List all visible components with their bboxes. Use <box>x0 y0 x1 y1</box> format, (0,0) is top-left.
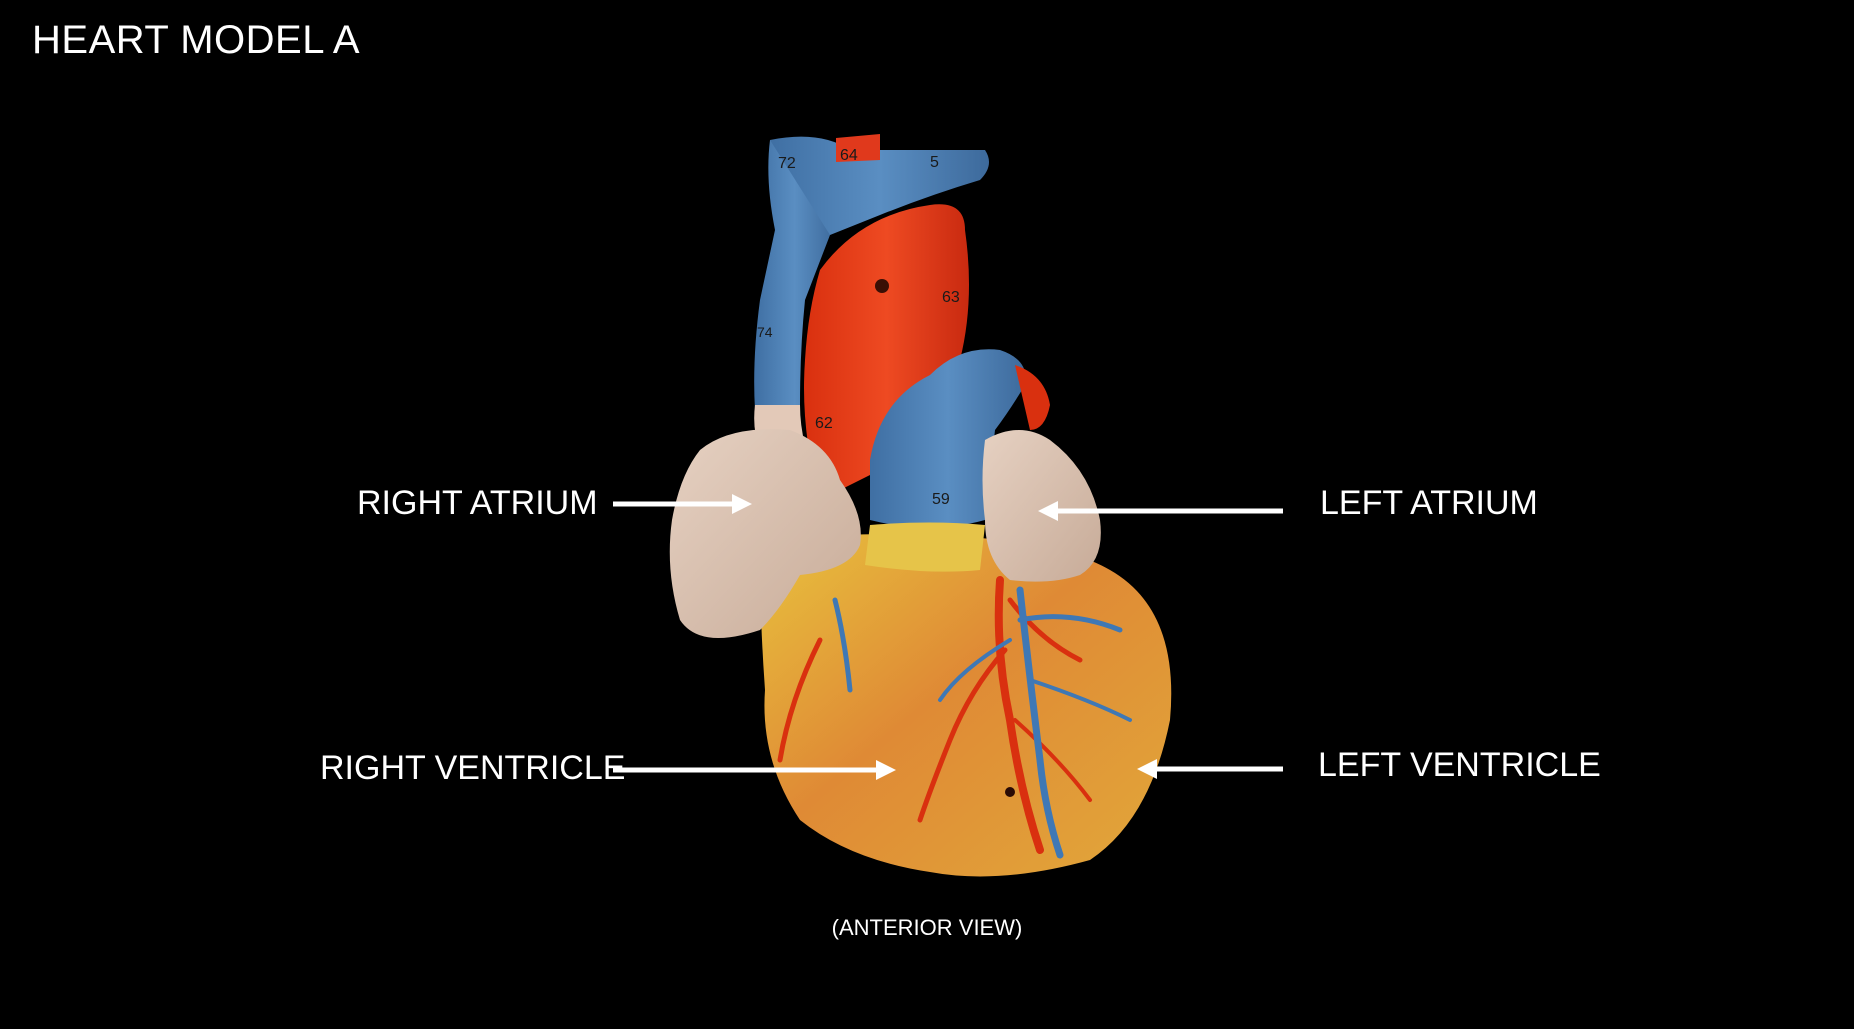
model-number-64: 64 <box>840 147 858 164</box>
label-left-ventricle: LEFT VENTRICLE <box>1318 746 1601 784</box>
aortic-arch-branches <box>770 136 989 235</box>
view-caption: (ANTERIOR VIEW) <box>831 915 1023 940</box>
label-left-atrium: LEFT ATRIUM <box>1320 484 1538 522</box>
aorta <box>804 204 969 501</box>
left-atrium <box>982 430 1101 582</box>
right-atrium <box>669 429 861 638</box>
label-right-atrium: RIGHT ATRIUM <box>357 484 598 522</box>
model-number-62: 62 <box>815 415 833 432</box>
model-number-5: 5 <box>930 154 939 171</box>
label-right-ventricle: RIGHT VENTRICLE <box>320 749 626 787</box>
model-number-74: 74 <box>757 324 773 340</box>
slide-title: HEART MODEL A <box>32 18 361 62</box>
model-number-72: 72 <box>778 155 796 172</box>
model-number-59: 59 <box>932 491 950 508</box>
coronary-vessels <box>777 576 1132 859</box>
model-number-63: 63 <box>942 289 960 306</box>
